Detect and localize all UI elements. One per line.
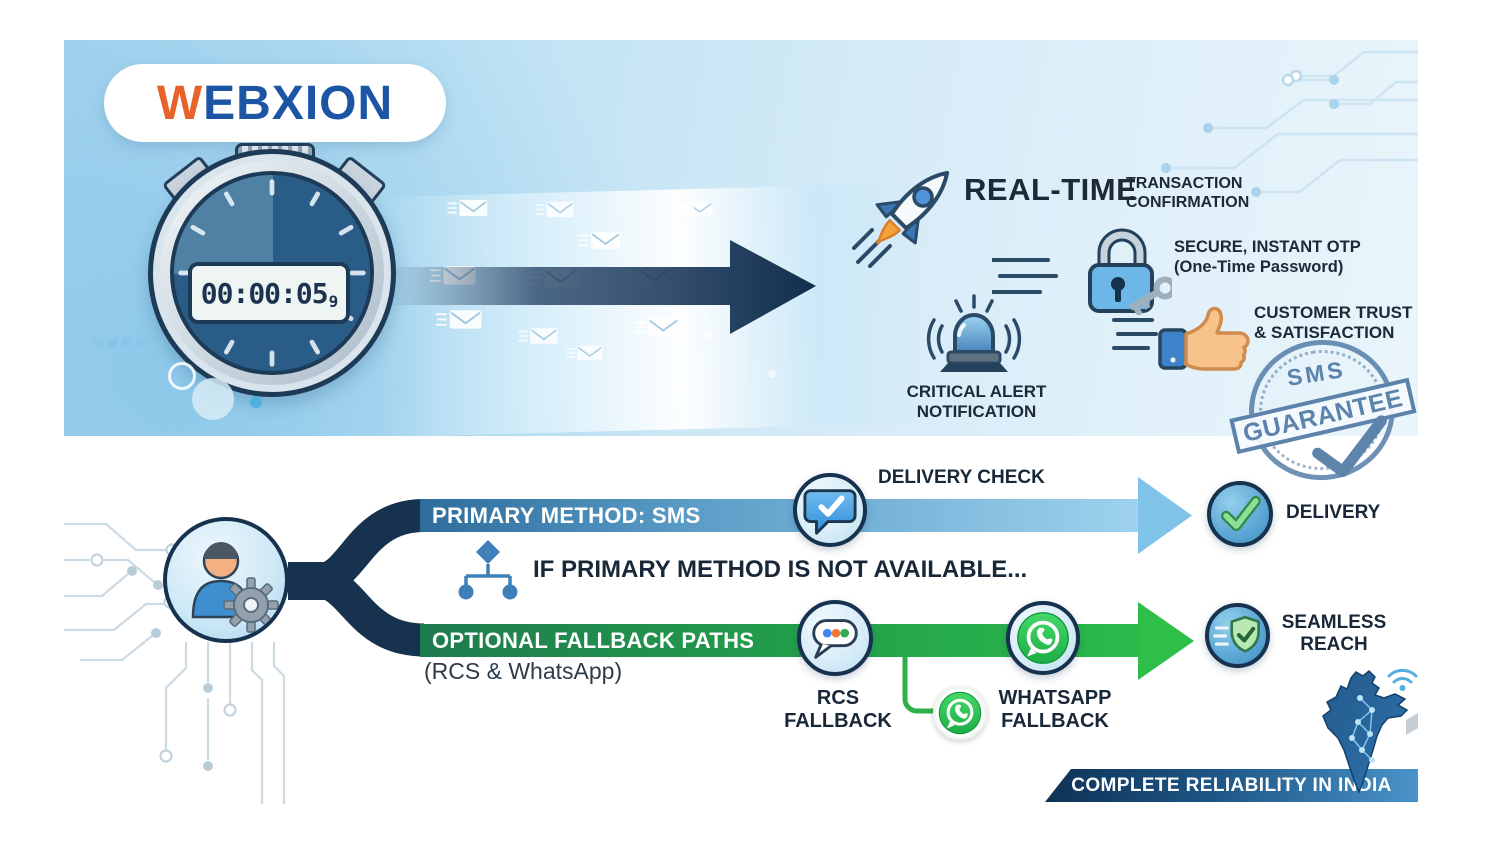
decor-dot xyxy=(250,396,262,408)
fallback-sub-label: (RCS & WhatsApp) xyxy=(424,658,623,684)
decor-bubble xyxy=(192,378,234,420)
whatsapp-icon xyxy=(933,686,987,740)
check-graphic xyxy=(1220,495,1261,532)
delivery-check-label: DELIVERY CHECK xyxy=(878,467,1045,488)
chat-check-icon xyxy=(793,473,867,547)
otp-sub-label: (One-Time Password) xyxy=(1174,258,1344,276)
rcs-label: RCS FALLBACK xyxy=(784,687,892,732)
primary-arrowhead xyxy=(1138,477,1192,554)
check-circle-icon xyxy=(1207,481,1273,547)
circuit-pattern-top-right xyxy=(1161,50,1418,197)
decor-dot xyxy=(682,203,694,215)
stopwatch-time: 00:00:05 xyxy=(200,276,329,310)
shield-check-icon xyxy=(1205,603,1270,668)
whatsapp-label: WHATSAPP FALLBACK xyxy=(998,687,1112,732)
seamless-label: SEAMLESS REACH xyxy=(1281,612,1387,655)
big-arrow-icon xyxy=(386,240,816,334)
delivery-label: DELIVERY xyxy=(1286,502,1381,523)
speed-lines xyxy=(992,258,1058,294)
thumbs-up-icon xyxy=(1158,306,1250,371)
decor-dot xyxy=(704,330,713,339)
decision-tree-icon xyxy=(458,540,518,600)
fallback-arrowhead xyxy=(1138,602,1194,680)
envelope-icon xyxy=(447,198,489,218)
circuit-pattern-bottom xyxy=(159,642,286,804)
sms-guarantee-stamp: SMS GUARANTEE xyxy=(1229,327,1417,493)
reliability-label: COMPLETE RELIABILITY IN INDIA xyxy=(1071,774,1392,796)
wifi-icon xyxy=(1387,668,1418,684)
lock-key-icon xyxy=(1088,228,1172,315)
fork-connector xyxy=(288,499,424,657)
decor-dot xyxy=(768,370,776,378)
rcs-graphic xyxy=(812,619,858,659)
fallback-bar-label: OPTIONAL FALLBACK PATHS xyxy=(432,627,755,653)
otp-label: SECURE, INSTANT OTP xyxy=(1174,238,1361,256)
realtime-title: REAL-TIME xyxy=(964,172,1138,207)
india-map-icon xyxy=(1322,668,1418,794)
envelope-icon xyxy=(535,200,575,219)
stamp-check-icon xyxy=(1312,415,1387,477)
primary-method-label: PRIMARY METHOD: SMS xyxy=(432,502,701,528)
realtime-label: TRANSACTION CONFIRMATION xyxy=(1126,175,1250,212)
siren-icon xyxy=(926,294,1022,372)
trust-label: CUSTOMER TRUST & SATISFACTION xyxy=(1254,303,1413,343)
alert-label: CRITICAL ALERT NOTIFICATION xyxy=(906,382,1047,421)
chat-check-graphic xyxy=(803,489,857,535)
speed-lines xyxy=(1112,318,1158,350)
decor-squares xyxy=(94,334,150,352)
decor-ring xyxy=(168,362,196,390)
rocket-icon xyxy=(852,170,950,268)
stopwatch-fraction: 9 xyxy=(328,292,339,311)
user-gear-icon xyxy=(163,517,289,643)
condition-label: IF PRIMARY METHOD IS NOT AVAILABLE... xyxy=(533,556,1028,583)
whatsapp-graphic xyxy=(1017,612,1069,664)
shield-graphic xyxy=(1212,615,1260,653)
rcs-chat-icon xyxy=(797,600,873,676)
stopwatch-quadrant xyxy=(174,175,273,274)
person-graphic xyxy=(191,542,279,633)
logo-letter-w: W xyxy=(156,76,204,130)
primary-method-bar: PRIMARY METHOD: SMS xyxy=(420,499,1138,532)
whatsapp-icon xyxy=(1006,601,1080,675)
whatsapp-graphic xyxy=(938,691,982,735)
fallback-connector xyxy=(902,655,941,714)
envelope-icon xyxy=(566,344,604,362)
logo-rest: EBXION xyxy=(203,76,394,130)
